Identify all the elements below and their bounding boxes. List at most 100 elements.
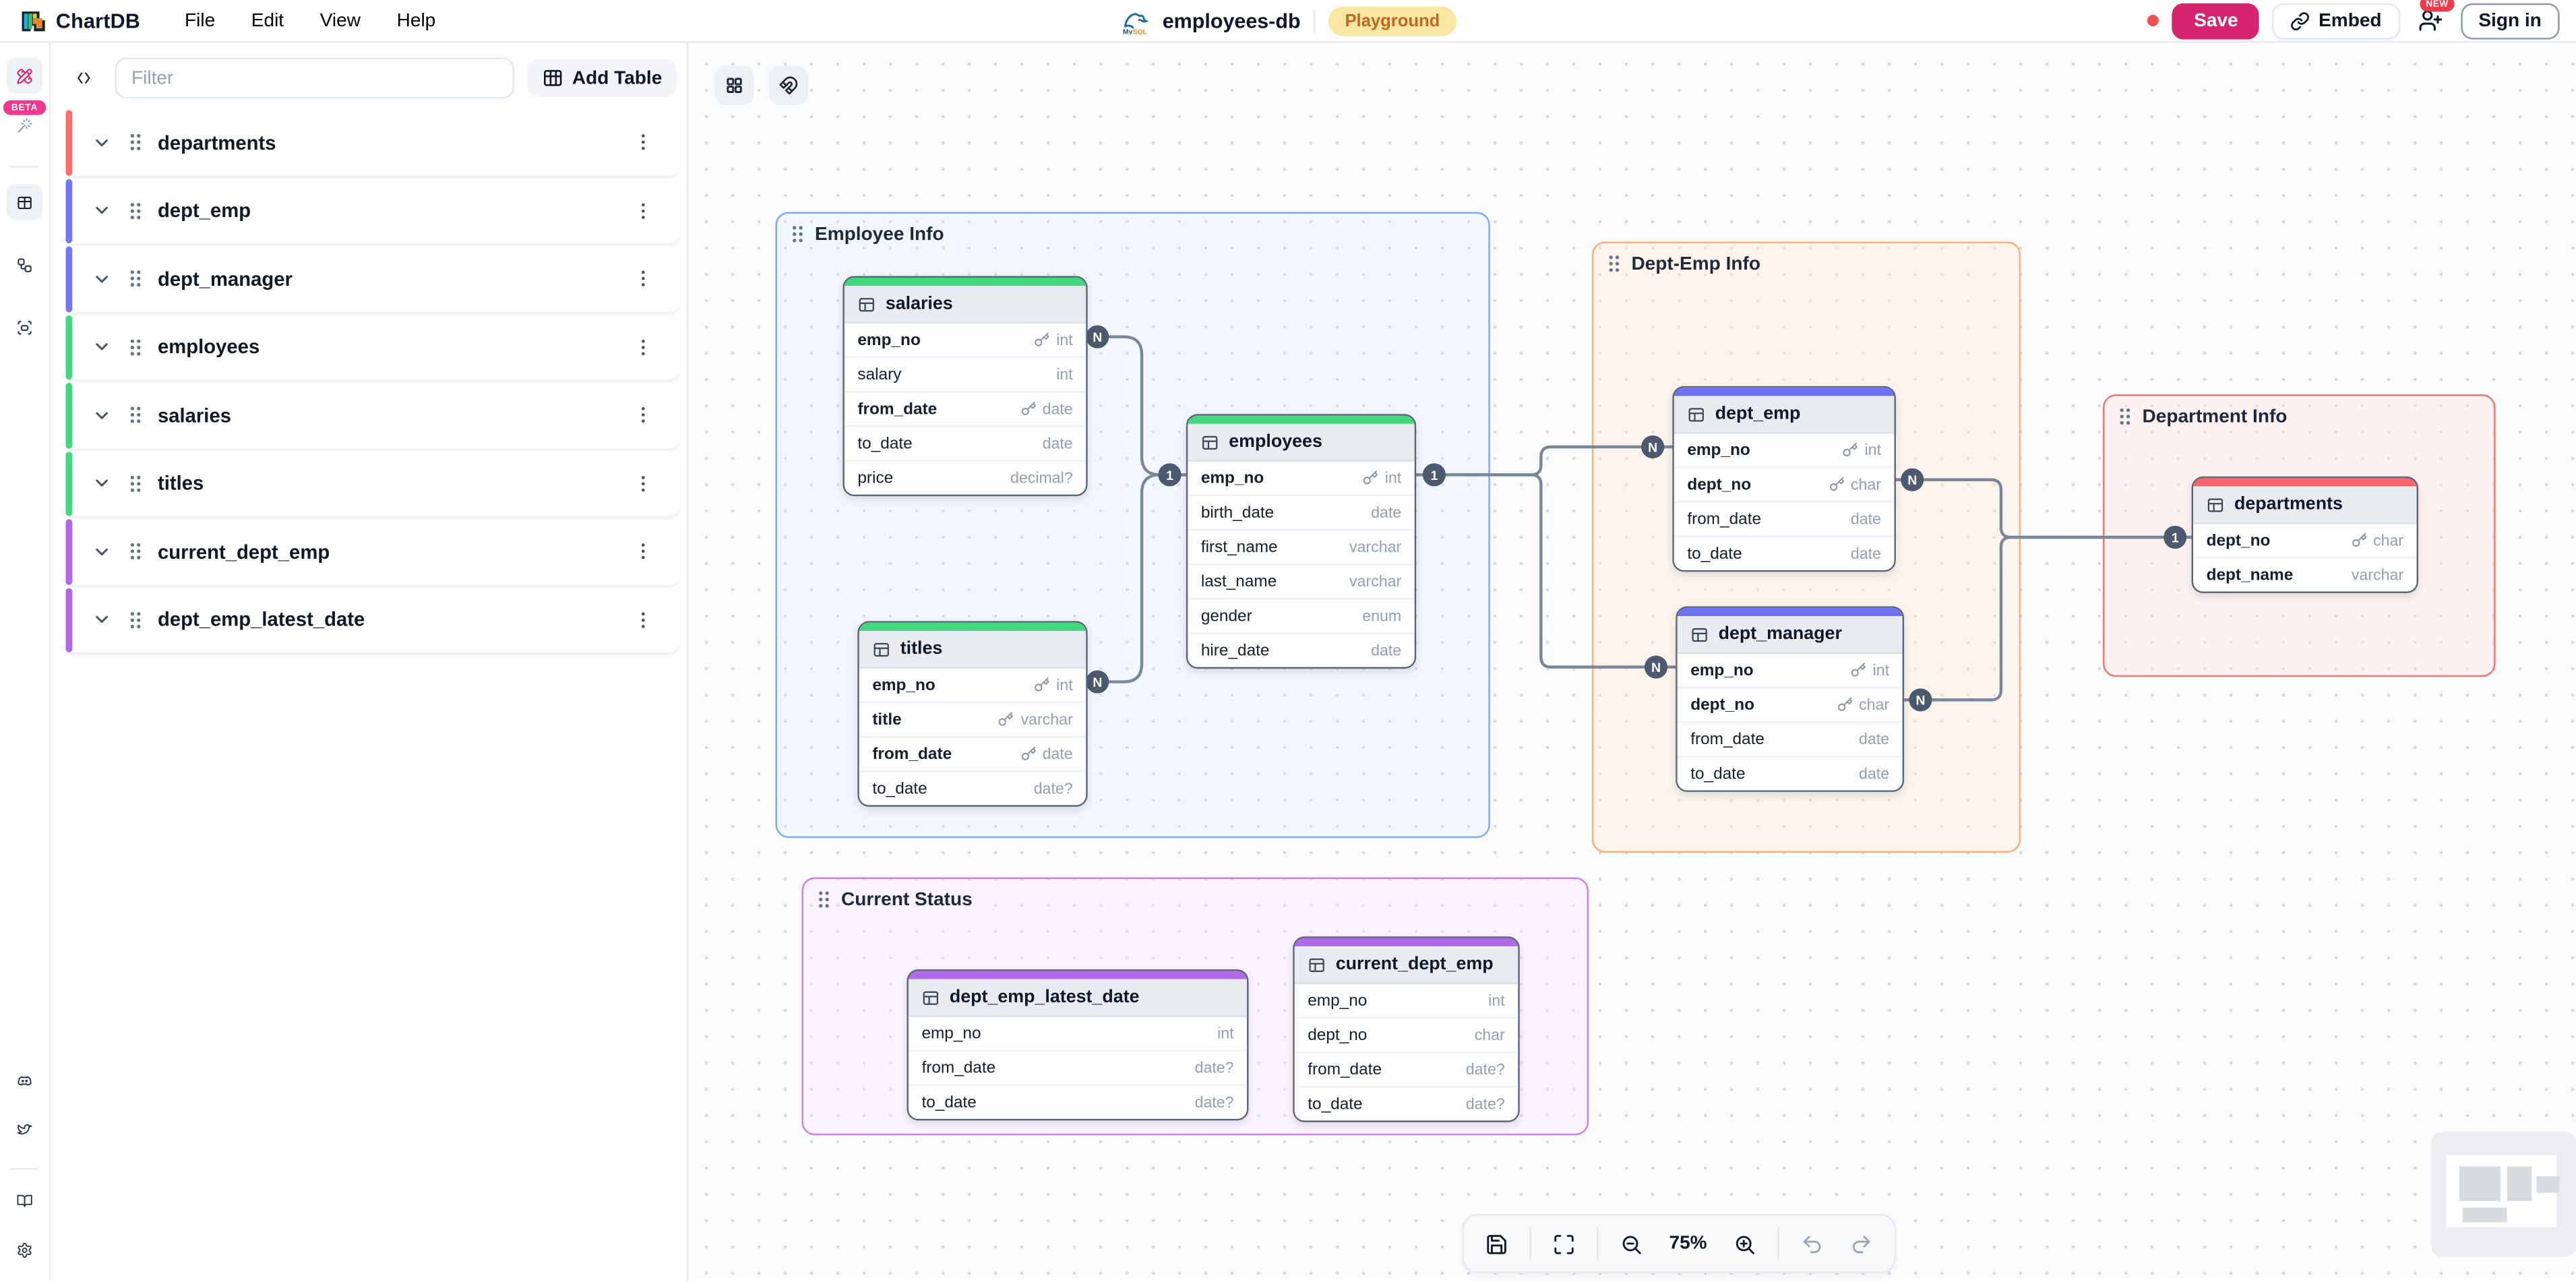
table-header[interactable]: dept_emp_latest_date: [908, 979, 1248, 1017]
expand-chevron-icon[interactable]: [92, 269, 112, 288]
expand-chevron-icon[interactable]: [92, 542, 112, 561]
zoom-out-button[interactable]: [1610, 1223, 1653, 1265]
discord-button[interactable]: [7, 1063, 43, 1099]
drag-handle-icon[interactable]: [128, 268, 143, 290]
table-menu-button[interactable]: [623, 198, 664, 223]
drag-handle-icon[interactable]: [128, 404, 143, 426]
twitter-button[interactable]: [7, 1112, 43, 1149]
sidebar-item-employees[interactable]: employees: [62, 314, 681, 381]
zoom-level[interactable]: 75%: [1669, 1233, 1707, 1254]
table-header[interactable]: dept_manager: [1677, 616, 1903, 654]
area-header[interactable]: Employee Info: [777, 214, 1488, 245]
fit-view-button[interactable]: [1543, 1223, 1585, 1265]
expand-chevron-icon[interactable]: [92, 405, 112, 425]
invite-user-button[interactable]: NEW: [2412, 0, 2455, 38]
relationship-employees.emp_no-dept_manager.emp_no[interactable]: [1413, 473, 1676, 669]
app-brand[interactable]: ChartDB: [20, 7, 140, 34]
zoom-in-button[interactable]: [1723, 1223, 1766, 1265]
table-header[interactable]: current_dept_emp: [1294, 946, 1519, 985]
sidebar-item-dept_emp[interactable]: dept_emp: [62, 178, 681, 245]
sidebar-item-salaries[interactable]: salaries: [62, 382, 681, 450]
menu-item-help[interactable]: Help: [382, 6, 451, 36]
table-header[interactable]: dept_emp: [1674, 396, 1895, 434]
drag-handle-icon[interactable]: [128, 336, 143, 358]
add-table-button[interactable]: Add Table: [528, 59, 677, 97]
table-menu-button[interactable]: [623, 130, 664, 155]
embed-button[interactable]: Embed: [2272, 2, 2400, 39]
view-code-button[interactable]: [65, 59, 102, 96]
drag-handle-icon[interactable]: [128, 200, 143, 222]
table-menu-button[interactable]: [623, 539, 664, 564]
tables-panel-button[interactable]: [6, 184, 43, 220]
area-header[interactable]: Department Info: [2104, 396, 2494, 427]
expand-chevron-icon[interactable]: [92, 610, 112, 630]
minimap[interactable]: [2431, 1132, 2576, 1257]
relationships-panel-button[interactable]: [7, 247, 43, 283]
drag-handle-icon[interactable]: [128, 132, 143, 154]
menu-item-view[interactable]: View: [305, 6, 375, 36]
sidebar-item-dept_emp_latest_date[interactable]: dept_emp_latest_date: [62, 587, 681, 654]
relationship-titles.emp_no-employees.emp_no[interactable]: [1084, 473, 1186, 683]
save-diagram-button[interactable]: [1475, 1223, 1518, 1265]
drag-handle-icon[interactable]: [128, 541, 143, 563]
sign-in-button[interactable]: Sign in: [2460, 2, 2560, 39]
expand-chevron-icon[interactable]: [92, 474, 112, 493]
table-menu-button[interactable]: [623, 266, 664, 291]
table-header[interactable]: departments: [2193, 486, 2417, 524]
area-header[interactable]: Dept-Emp Info: [1593, 243, 2019, 274]
save-button[interactable]: Save: [2172, 2, 2260, 39]
editor-tool-button[interactable]: [6, 57, 43, 94]
snap-magnet-button[interactable]: [768, 65, 809, 105]
relationship-dept_manager.dept_no-departments.dept_no[interactable]: [1901, 535, 2192, 702]
table-menu-button[interactable]: [623, 335, 664, 360]
expand-chevron-icon[interactable]: [92, 337, 112, 357]
menu-item-file[interactable]: File: [170, 6, 230, 36]
dependencies-panel-button[interactable]: [7, 309, 43, 345]
sidebar-item-titles[interactable]: titles: [62, 451, 681, 518]
expand-chevron-icon[interactable]: [92, 133, 112, 152]
sidebar-item-current_dept_emp[interactable]: current_dept_emp: [62, 519, 681, 586]
redo-button[interactable]: [1840, 1223, 1882, 1265]
undo-button[interactable]: [1791, 1223, 1833, 1265]
table-header[interactable]: titles: [859, 631, 1086, 669]
table-header[interactable]: employees: [1188, 423, 1415, 462]
magic-wand-button[interactable]: [7, 106, 43, 143]
table-menu-button[interactable]: [623, 607, 664, 632]
table-menu-button[interactable]: [623, 403, 664, 428]
table-header[interactable]: salaries: [844, 286, 1086, 324]
reorder-tables-button[interactable]: [714, 65, 754, 105]
relationship-dept_emp.dept_no-departments.dept_no[interactable]: [1893, 478, 2192, 539]
relationship-salaries.emp_no-employees.emp_no[interactable]: [1084, 335, 1186, 477]
